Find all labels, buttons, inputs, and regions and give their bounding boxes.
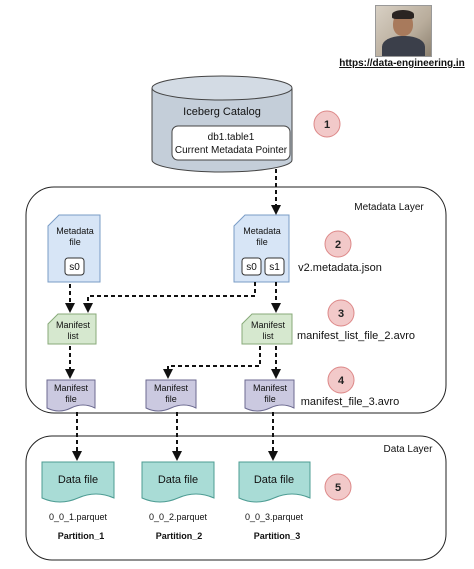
photo-shoulders	[382, 36, 425, 56]
data-file-2-label: Data file	[158, 474, 198, 486]
pointer-description: Current Metadata Pointer	[175, 145, 288, 156]
step-badge-4	[327, 366, 355, 394]
metadata-file-a-line1: Metadata	[56, 226, 94, 236]
data-file-3-name: 0_0_3.parquet	[245, 512, 304, 522]
metadata-file-b: Metadata file s0 s1	[233, 214, 290, 283]
arrow-list-b-to-manifest-2	[163, 346, 261, 379]
partition-3-label: Partition_3	[254, 531, 301, 541]
catalog-title: Iceberg Catalog	[183, 106, 261, 118]
snapshot-label: s1	[269, 262, 280, 273]
manifest-file-1: Manifest file	[46, 379, 96, 412]
author-photo	[375, 5, 432, 57]
manifest-list-b-line1: Manifest	[251, 320, 286, 330]
manifest-file-3-line1: Manifest	[253, 383, 288, 393]
step-badge-2	[324, 230, 352, 258]
data-file-3-label: Data file	[254, 474, 294, 486]
metadata-pointer-box	[171, 125, 291, 161]
snapshot-label: s0	[69, 262, 80, 273]
snapshot-box	[241, 257, 262, 276]
step-number-5: 5	[335, 482, 341, 494]
step4-label: manifest_file_3.avro	[301, 396, 399, 408]
manifest-file-3-line2: file	[264, 394, 276, 404]
metadata-file-b-line1: Metadata	[243, 226, 281, 236]
manifest-list-a: Manifest list	[47, 313, 97, 345]
connector-arrows	[65, 169, 281, 461]
metadata-file-a: Metadata file s0	[47, 214, 101, 283]
step-number-2: 2	[335, 239, 341, 251]
step-number-4: 4	[338, 375, 345, 387]
manifest-file-1-line2: file	[65, 394, 77, 404]
metadata-file-a-line2: file	[69, 237, 81, 247]
data-file-1-name: 0_0_1.parquet	[49, 512, 108, 522]
step2-label: v2.metadata.json	[298, 262, 382, 274]
manifest-list-b: Manifest list	[241, 313, 293, 345]
snapshot-box	[64, 257, 85, 276]
manifest-file-2-line2: file	[165, 394, 177, 404]
data-file-2-name: 0_0_2.parquet	[149, 512, 208, 522]
manifest-list-a-line2: list	[68, 331, 79, 341]
manifest-file-2: Manifest file	[145, 379, 197, 412]
data-file-3: Data file	[238, 461, 311, 503]
arrow-metadata-b-s0-to-list-a	[83, 282, 256, 313]
data-file-1: Data file	[41, 461, 115, 503]
partition-1-label: Partition_1	[58, 531, 105, 541]
step-number-1: 1	[324, 119, 330, 131]
data-layer-container	[25, 435, 447, 561]
partition-2-label: Partition_2	[156, 531, 203, 541]
website-link[interactable]: https://data-engineering.in	[339, 58, 465, 69]
data-layer-title: Data Layer	[384, 444, 434, 455]
step-badge-1	[313, 110, 341, 138]
step3-label: manifest_list_file_2.avro	[297, 330, 415, 342]
metadata-layer-title: Metadata Layer	[354, 202, 424, 213]
metadata-file-b-line2: file	[256, 237, 268, 247]
metadata-layer-container	[25, 186, 447, 414]
photo-hair	[392, 10, 414, 19]
manifest-file-1-line1: Manifest	[54, 383, 89, 393]
manifest-file-3: Manifest file	[244, 379, 295, 412]
snapshot-box	[264, 257, 285, 276]
step-badge-3	[327, 299, 355, 327]
manifest-list-b-line2: list	[263, 331, 274, 341]
step-number-3: 3	[338, 308, 344, 320]
step-badge-5	[324, 473, 352, 501]
manifest-file-2-line1: Manifest	[154, 383, 189, 393]
pointer-table-name: db1.table1	[208, 132, 255, 143]
manifest-list-a-line1: Manifest	[56, 320, 91, 330]
snapshot-label: s0	[246, 262, 257, 273]
data-file-1-label: Data file	[58, 474, 98, 486]
data-file-2: Data file	[141, 461, 215, 503]
